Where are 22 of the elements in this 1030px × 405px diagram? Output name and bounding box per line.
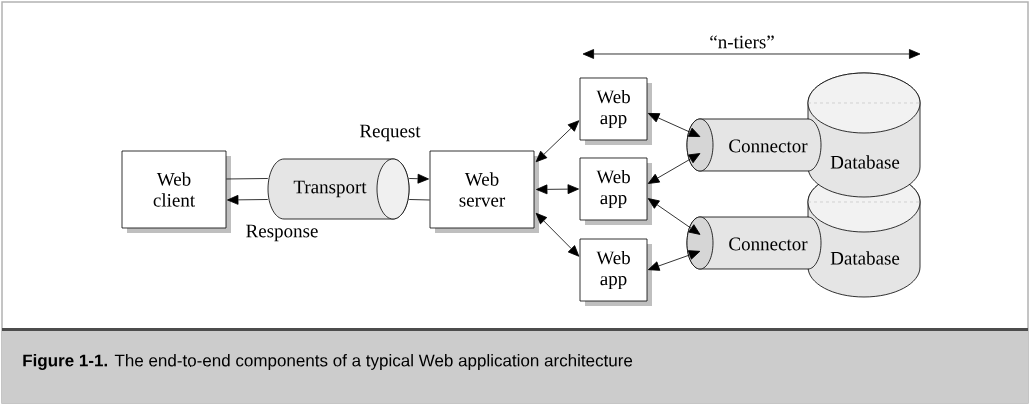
cylinder: Transport xyxy=(267,158,410,220)
arrow xyxy=(408,173,429,184)
arrow xyxy=(536,184,579,195)
process-box: Web client xyxy=(121,150,231,233)
edge-label: Request xyxy=(358,123,422,143)
process-box: Web server xyxy=(429,150,539,233)
process-box: Web app xyxy=(579,77,652,145)
arrow xyxy=(647,113,701,137)
arrow xyxy=(227,194,269,205)
dimension-label: “n-tiers” xyxy=(708,34,776,50)
cylinder: Connector xyxy=(686,118,822,172)
process-box: Web app xyxy=(579,157,652,225)
arrow xyxy=(535,212,580,257)
arrow xyxy=(648,250,701,271)
process-box: Web app xyxy=(579,238,652,306)
database-cylinder: Database xyxy=(807,72,921,198)
arrow xyxy=(647,153,701,184)
edge-label: Response xyxy=(244,223,320,243)
arrow xyxy=(647,198,701,235)
caption-band: Figure 1-1. The end-to-end components of a typical Web application architecture xyxy=(2,328,1028,403)
arrow xyxy=(535,120,580,163)
cylinder: Connector xyxy=(686,216,822,270)
